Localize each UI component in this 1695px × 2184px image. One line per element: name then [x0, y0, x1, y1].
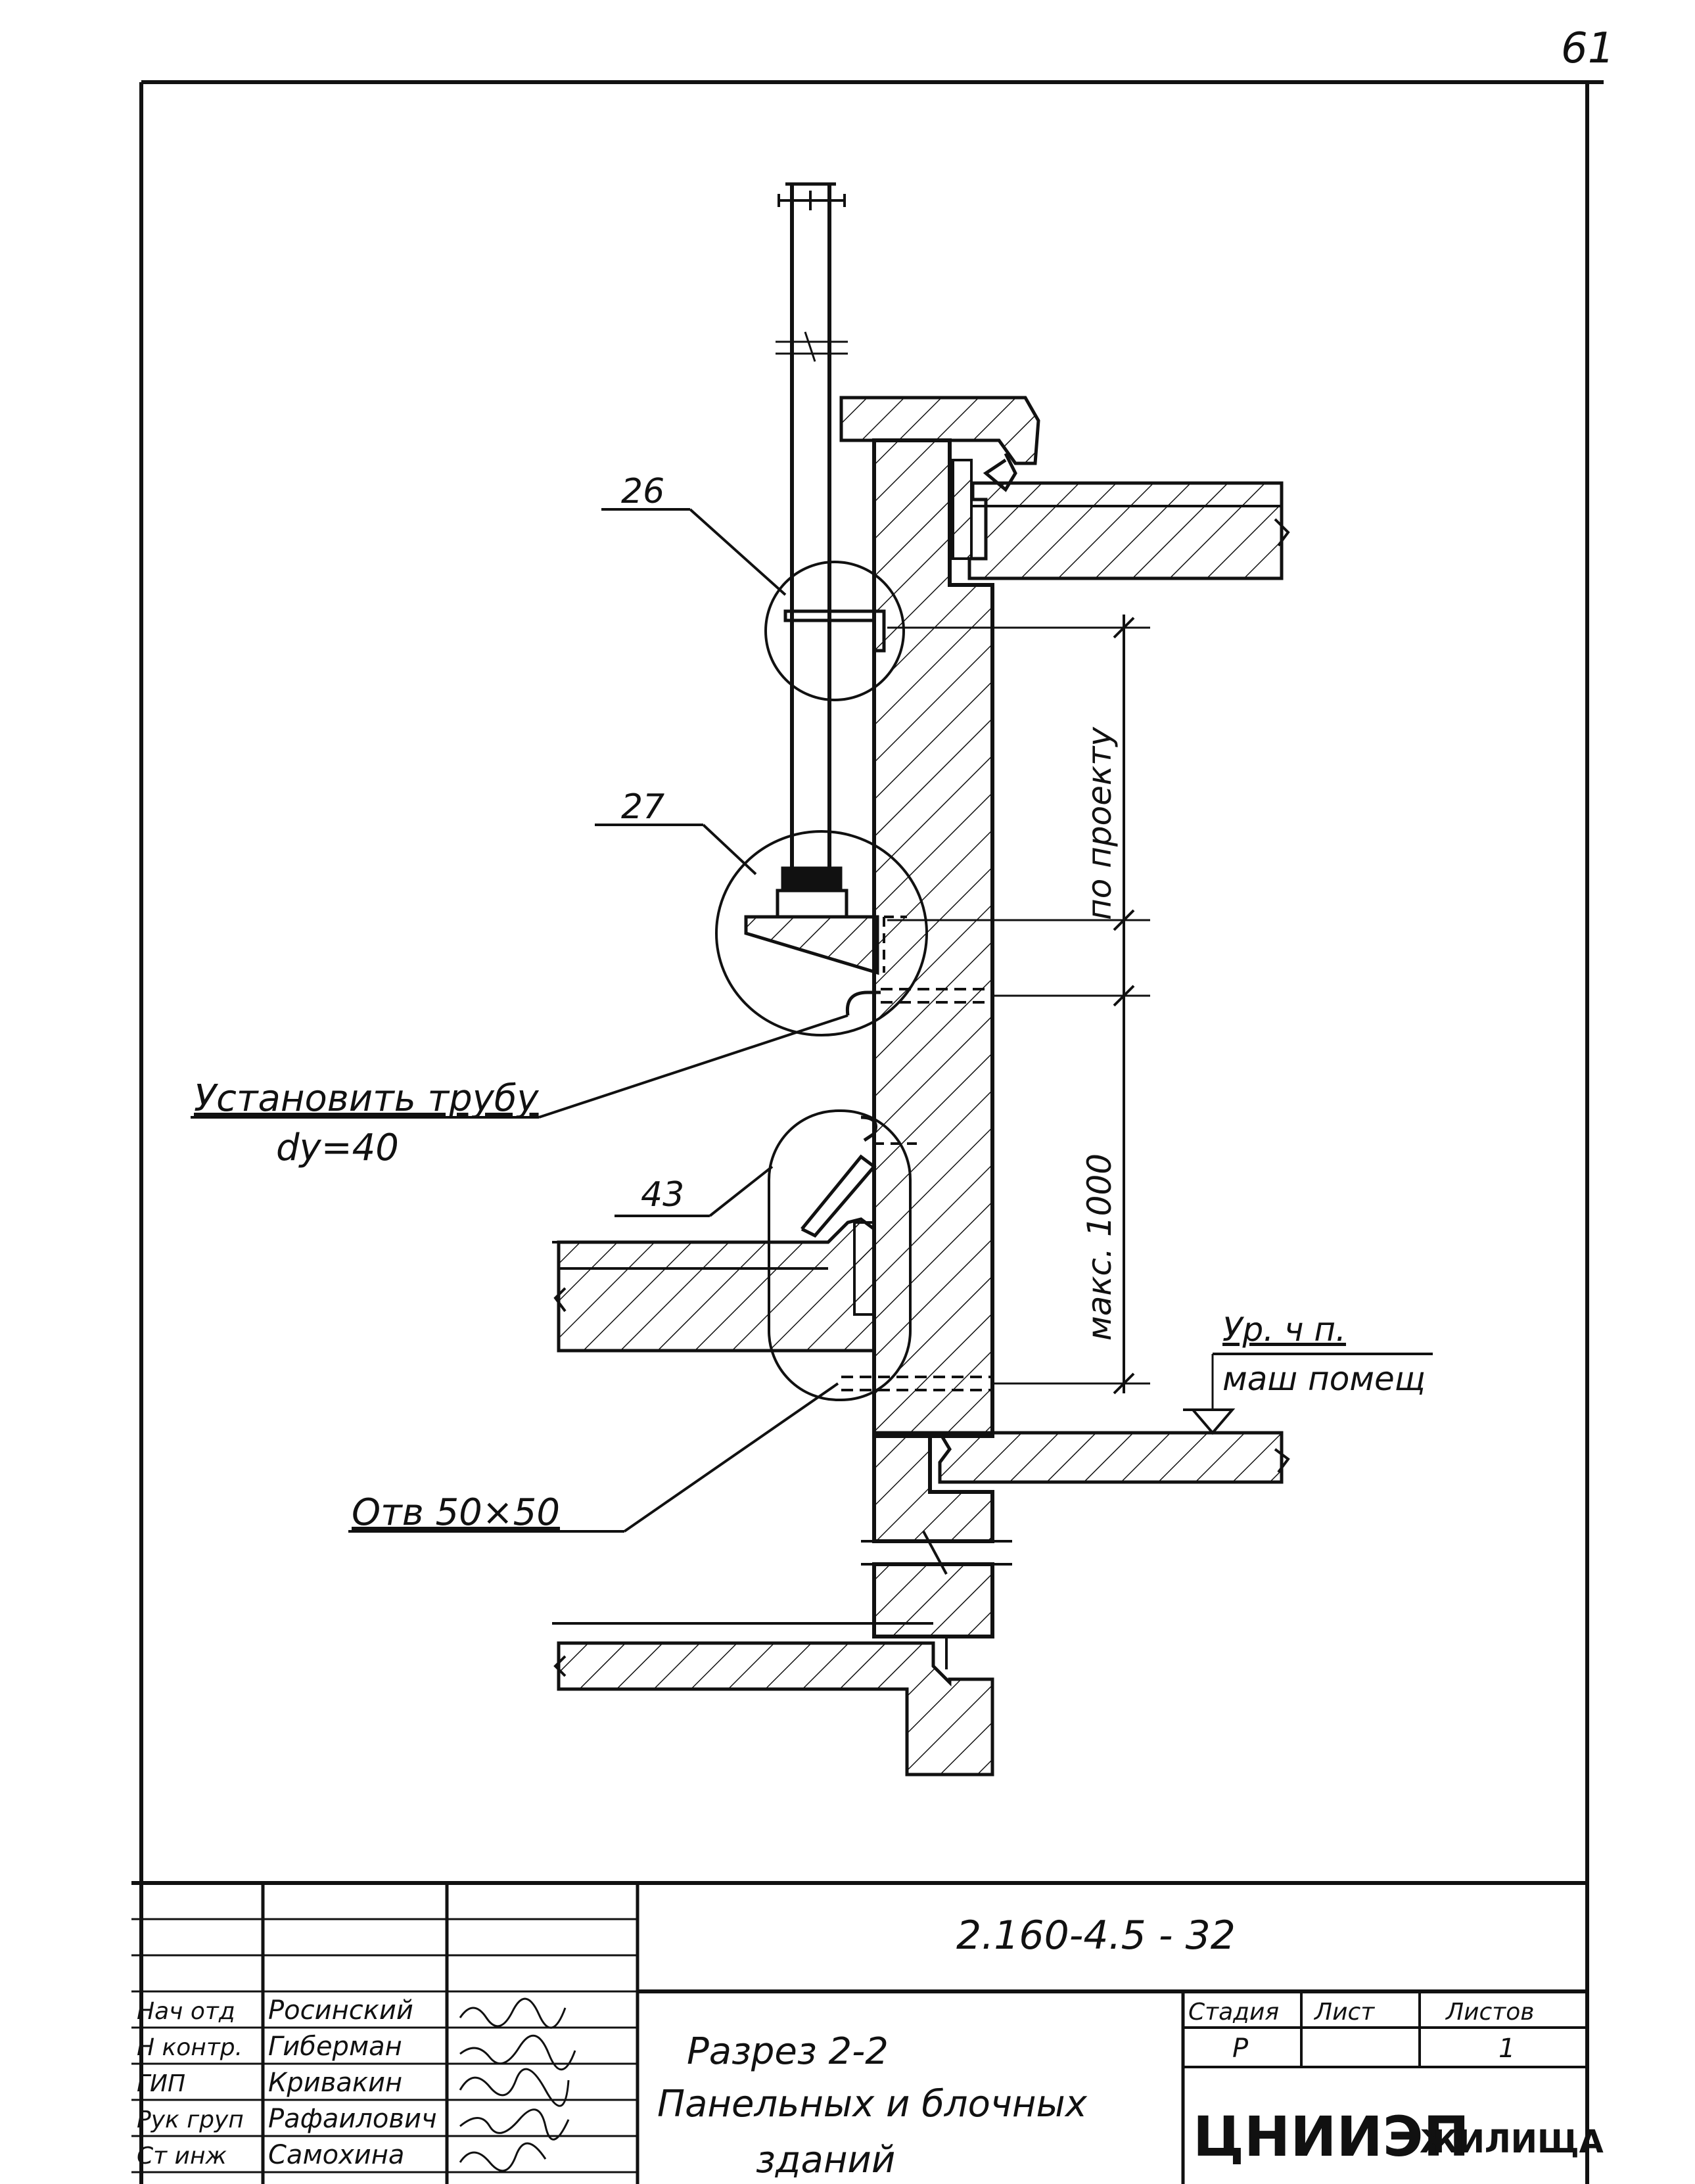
drawing-title-2: Панельных и блочных [657, 2083, 1088, 2126]
name-0: Росинский [268, 1995, 413, 2026]
dim-max-1000: макс. 1000 [1080, 1153, 1119, 1341]
callout-27: 27 [621, 787, 664, 827]
lower-wall [557, 1562, 994, 1777]
name-1: Гиберман [268, 2032, 402, 2062]
note-level-2: маш помещ [1222, 1360, 1426, 1398]
mast-pipe [776, 182, 848, 868]
sheet-number: 61 [1561, 24, 1614, 73]
stage-value: Р [1232, 2033, 1249, 2064]
wall-panel [872, 438, 994, 1438]
mast-base-27 [744, 866, 907, 975]
roof-slab [952, 459, 1290, 580]
role-1: Н контр. [137, 2034, 243, 2061]
drawing-title-3: зданий [756, 2139, 895, 2181]
callout-26: 26 [621, 472, 664, 511]
sheets-header: Листов [1445, 1999, 1534, 2026]
role-0: Нач отд [137, 1998, 235, 2025]
detail-circles [715, 561, 928, 1401]
org-logo: ЦНИИЭП [1193, 2104, 1470, 2169]
machine-room-slab [872, 1431, 1290, 1543]
name-2: Кривакин [268, 2068, 402, 2098]
drawing-title-1: Разрез 2-2 [687, 2030, 889, 2073]
role-3: Рук груп [137, 2106, 244, 2133]
name-4: Самохина [268, 2140, 404, 2170]
stage-header: Стадия [1188, 1999, 1279, 2026]
note-level-1: Ур. ч п. [1222, 1311, 1346, 1349]
sheet-header: Лист [1313, 1999, 1375, 2026]
title-block [131, 1881, 1587, 2184]
note-pipe-diameter: dy=40 [276, 1127, 399, 1169]
callout-43: 43 [641, 1175, 684, 1215]
level-marker [1183, 1353, 1433, 1435]
drawing-frame [139, 80, 1604, 2184]
floor-slab-left [557, 1115, 992, 1391]
signatures [459, 1997, 576, 2172]
note-install-pipe: Установить трубу [194, 1077, 539, 1120]
slab-breaks-left [552, 1241, 933, 1677]
sheets-value: 1 [1498, 2033, 1515, 2064]
role-2: ГИП [137, 2070, 185, 2097]
org-name: ЖИЛИЩА [1420, 2124, 1604, 2160]
drawing-code: 2.160-4.5 - 32 [956, 1913, 1236, 1959]
note-hole: Отв 50×50 [352, 1491, 560, 1534]
bracket-26 [783, 609, 886, 653]
dimension-lines [887, 615, 1150, 1395]
role-4: Ст инж [137, 2143, 227, 2170]
name-3: Рафаилович [268, 2104, 437, 2134]
dim-per-project: по проекту [1080, 726, 1119, 920]
leaders [191, 508, 848, 1533]
